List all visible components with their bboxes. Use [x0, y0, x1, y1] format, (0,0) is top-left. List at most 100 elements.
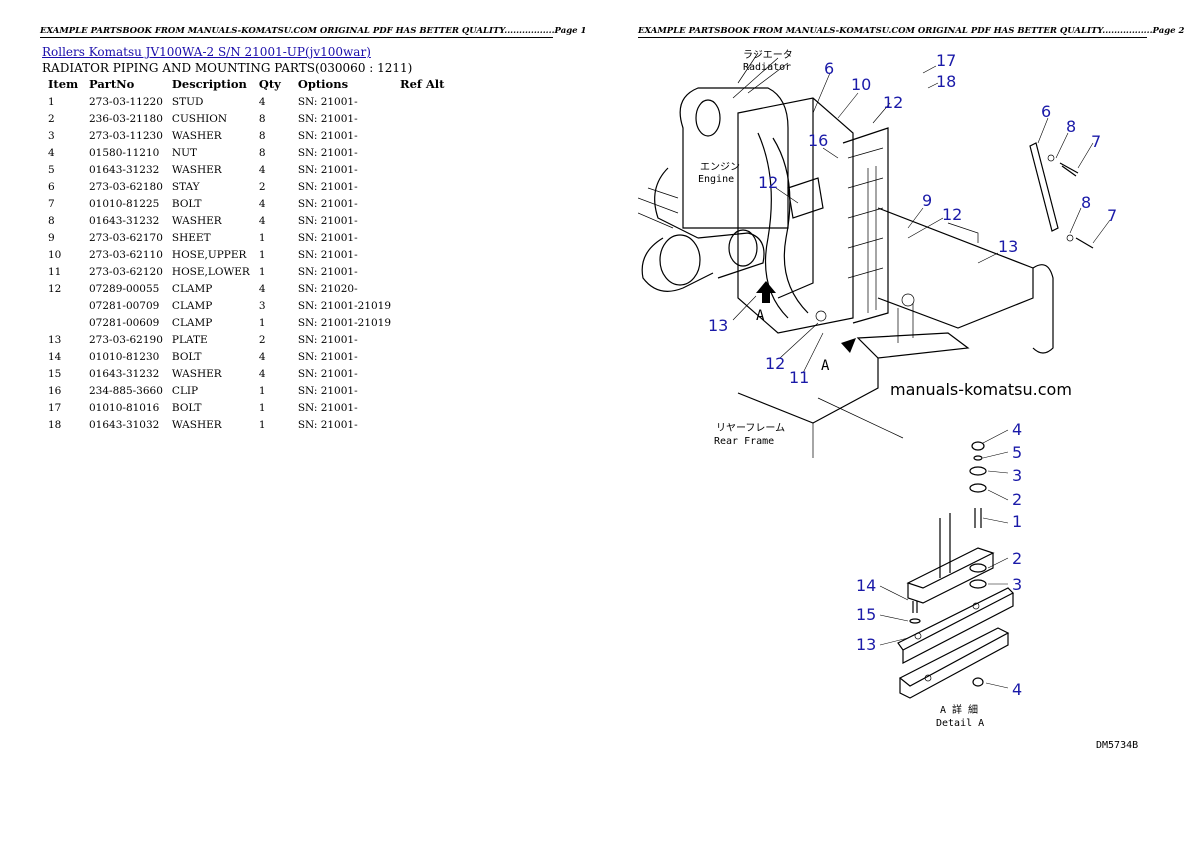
callout-detail-5: 5	[1012, 443, 1022, 462]
cell-ref-alt	[394, 314, 447, 331]
cell-qty: 4	[258, 367, 266, 380]
leader-lines	[732, 65, 1111, 689]
cell-partno: 273-03-62110	[89, 248, 163, 261]
callout-6a: 6	[824, 59, 834, 78]
callout-7b: 7	[1107, 206, 1117, 225]
callout-detail-2b: 2	[1012, 549, 1022, 568]
label-detail: Detail A	[936, 718, 984, 729]
cell-options: SN: 21001-	[297, 180, 358, 193]
cell-description: WASHER	[171, 163, 222, 176]
label-radiator: Radiator	[743, 62, 791, 73]
cell-item: 1	[48, 95, 55, 108]
callout-8a: 8	[1066, 117, 1076, 136]
cell-item: 16	[48, 384, 62, 397]
cell-ref-alt	[394, 348, 447, 365]
detail-a-drawing	[897, 441, 1015, 699]
cell-partno: 236-03-21180	[89, 112, 163, 125]
view-arrows	[756, 281, 856, 353]
callout-detail-2a: 2	[1012, 490, 1022, 509]
callout-detail-1: 1	[1012, 512, 1022, 531]
callout-detail-15: 15	[856, 605, 876, 624]
cell-qty: 1	[258, 418, 266, 431]
callout-detail-3b: 3	[1012, 575, 1022, 594]
cell-ref-alt	[394, 110, 447, 127]
label-rear-frame-jp: リヤーフレーム	[716, 422, 785, 434]
label-detail-jp: A 詳 細	[940, 703, 978, 716]
label-engine: Engine	[698, 174, 734, 185]
drawing-code: DM5734B	[1096, 740, 1138, 751]
cell-options: SN: 21001-	[297, 333, 358, 346]
cell-description: NUT	[171, 146, 197, 159]
cell-qty: 4	[258, 95, 266, 108]
cell-options: SN: 21001-	[297, 129, 358, 142]
cell-options: SN: 21001-	[297, 384, 358, 397]
cell-description: CLAMP	[171, 282, 213, 295]
cell-options: SN: 21020-	[297, 282, 358, 295]
cell-item: 15	[48, 367, 62, 380]
callout-8b: 8	[1081, 193, 1091, 212]
cell-description: STUD	[171, 95, 204, 108]
model-link[interactable]: Rollers Komatsu JV100WA-2 S/N 21001-UP(j…	[42, 45, 371, 59]
cell-item	[42, 297, 83, 314]
callout-12b: 12	[758, 173, 778, 192]
cell-description: HOSE,LOWER	[171, 265, 250, 278]
cell-ref-alt	[394, 195, 447, 212]
callout-detail-13: 13	[856, 635, 876, 654]
cell-description: WASHER	[171, 214, 222, 227]
col-qty: Qty	[258, 77, 281, 91]
cell-ref-alt	[394, 280, 447, 297]
cell-ref-alt	[394, 331, 447, 348]
cell-partno: 07281-00609	[89, 316, 160, 329]
label-rear-frame: Rear Frame	[714, 436, 774, 447]
cell-partno: 01580-11210	[89, 146, 160, 159]
cell-qty: 1	[258, 248, 266, 261]
stay-drawing	[1029, 142, 1094, 249]
cell-qty: 1	[258, 401, 266, 414]
cell-item: 18	[48, 418, 62, 431]
cell-options: SN: 21001-	[297, 265, 358, 278]
callout-17: 17	[936, 51, 956, 70]
cell-item: 10	[48, 248, 62, 261]
cell-ref-alt	[394, 212, 447, 229]
cell-ref-alt	[394, 127, 447, 144]
callout-13b: 13	[708, 316, 728, 335]
cell-partno: 273-03-62170	[89, 231, 163, 244]
callout-16: 16	[808, 131, 828, 150]
cell-ref-alt	[394, 229, 447, 246]
cell-description: BOLT	[171, 401, 202, 414]
cell-item: 14	[48, 350, 62, 363]
cell-options: SN: 21001-	[297, 350, 358, 363]
cell-item: 4	[48, 146, 55, 159]
cell-item: 12	[48, 282, 62, 295]
cell-partno: 01010-81225	[89, 197, 160, 210]
cell-partno: 01643-31032	[89, 418, 160, 431]
cell-item: 17	[48, 401, 62, 414]
col-partno: PartNo	[89, 77, 135, 91]
cell-partno: 01010-81016	[89, 401, 160, 414]
watermark: manuals-komatsu.com	[890, 380, 1072, 399]
cell-options: SN: 21001-21019	[297, 316, 392, 329]
cell-item: 13	[48, 333, 62, 346]
cell-qty: 3	[258, 299, 266, 312]
cell-qty: 1	[258, 384, 266, 397]
cell-options: SN: 21001-	[297, 146, 358, 159]
cell-partno: 01010-81230	[89, 350, 160, 363]
cell-partno: 01643-31232	[89, 163, 160, 176]
cell-ref-alt	[394, 263, 447, 280]
cell-description: BOLT	[171, 350, 202, 363]
page-header-right: EXAMPLE PARTSBOOK FROM MANUALS-KOMATSU.C…	[638, 26, 1185, 38]
cell-qty: 4	[258, 282, 266, 295]
cell-item	[42, 314, 83, 331]
cell-options: SN: 21001-	[297, 401, 358, 414]
cell-item: 2	[48, 112, 55, 125]
